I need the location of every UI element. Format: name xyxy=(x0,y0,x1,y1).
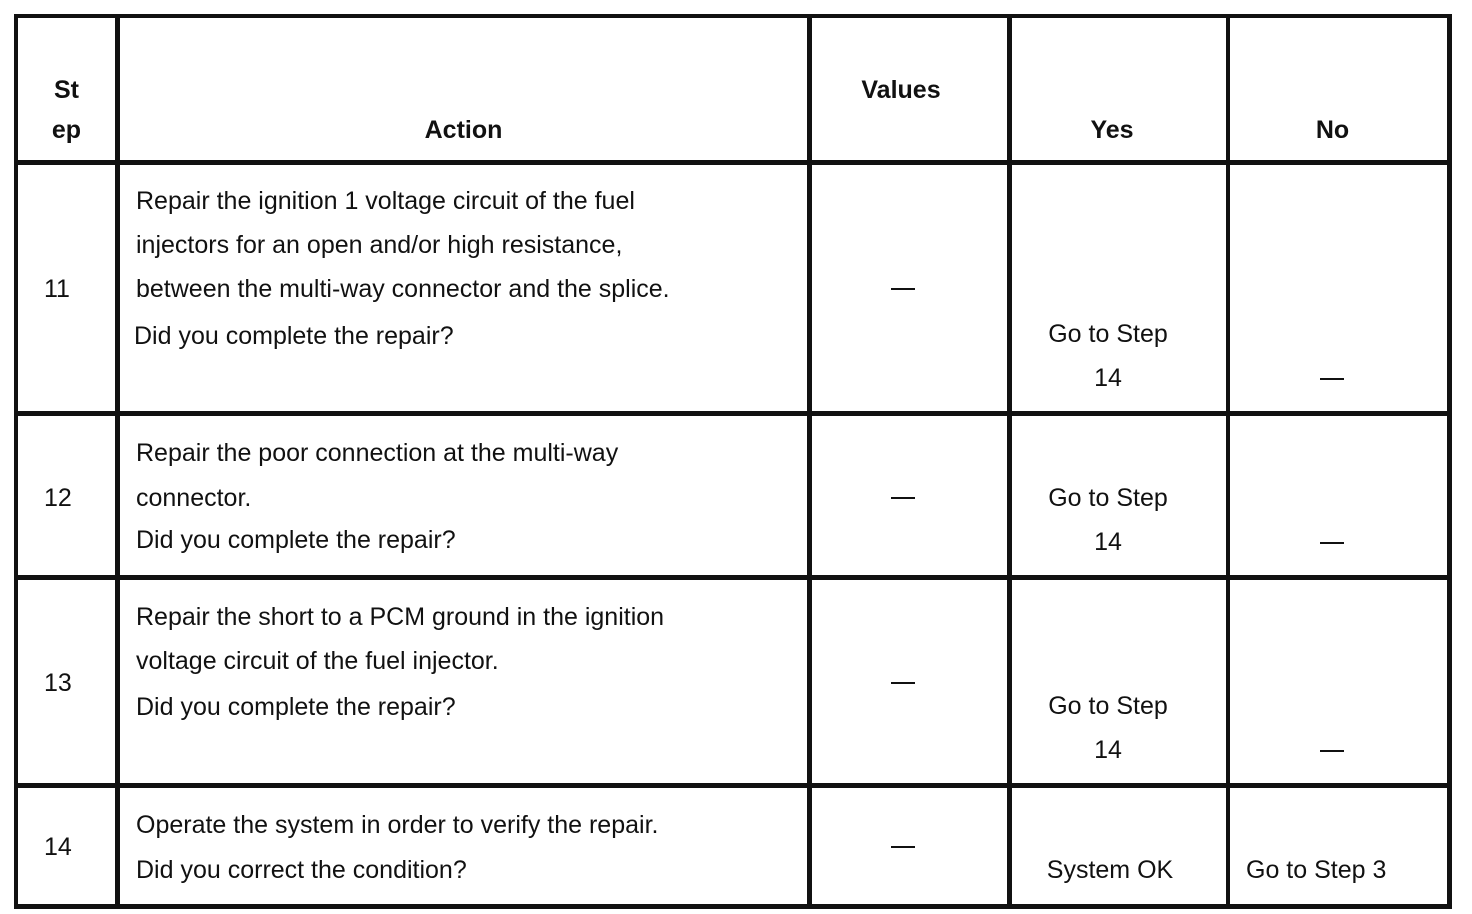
yes-text: 14 xyxy=(1094,736,1122,764)
yes-text: Go to Step xyxy=(1048,692,1168,720)
header-step-line2: ep xyxy=(51,116,82,144)
no-text: Go to Step 3 xyxy=(1246,856,1387,884)
yes-text: System OK xyxy=(1046,856,1174,884)
table-border-bottom xyxy=(14,904,1452,909)
step-number: 11 xyxy=(44,275,70,303)
header-step-line1: St xyxy=(54,76,79,104)
action-text: Did you complete the repair? xyxy=(134,322,454,350)
action-text: Did you complete the repair? xyxy=(136,693,456,721)
no-dash xyxy=(1320,542,1344,544)
header-row-divider xyxy=(14,160,1452,165)
table-border-right xyxy=(1447,14,1452,909)
action-text: Repair the poor connection at the multi-… xyxy=(136,439,619,467)
step-number: 14 xyxy=(44,833,72,861)
row-divider xyxy=(14,575,1452,580)
action-text: Did you correct the condition? xyxy=(136,856,467,884)
no-dash xyxy=(1320,378,1344,380)
action-text: Operate the system in order to verify th… xyxy=(136,811,659,839)
yes-text: Go to Step xyxy=(1048,484,1168,512)
action-text: injectors for an open and/or high resist… xyxy=(136,231,623,259)
table-border-left xyxy=(14,14,18,909)
no-dash xyxy=(1320,750,1344,752)
column-divider xyxy=(1226,14,1230,909)
values-dash xyxy=(891,497,915,499)
yes-text: Go to Step xyxy=(1048,320,1168,348)
action-text: between the multi-way connector and the … xyxy=(136,275,670,303)
column-divider xyxy=(1007,14,1012,909)
values-dash xyxy=(891,846,915,848)
header-no: No xyxy=(1315,116,1350,144)
header-values: Values xyxy=(861,76,941,104)
action-text: Repair the short to a PCM ground in the … xyxy=(136,603,665,631)
column-divider xyxy=(115,14,120,909)
action-text: Repair the ignition 1 voltage circuit of… xyxy=(136,187,635,215)
action-text: Did you complete the repair? xyxy=(136,526,456,554)
header-action: Action xyxy=(424,116,503,144)
values-dash xyxy=(891,682,915,684)
values-dash xyxy=(891,288,915,290)
row-divider xyxy=(14,783,1452,788)
step-number: 13 xyxy=(44,669,72,697)
yes-text: 14 xyxy=(1094,528,1122,556)
yes-text: 14 xyxy=(1094,364,1122,392)
table-border-top xyxy=(14,14,1452,18)
action-text: voltage circuit of the fuel injector. xyxy=(136,647,499,675)
action-text: connector. xyxy=(136,484,252,512)
step-number: 12 xyxy=(44,484,72,512)
row-divider xyxy=(14,411,1452,416)
column-divider xyxy=(807,14,812,909)
header-yes: Yes xyxy=(1090,116,1134,144)
